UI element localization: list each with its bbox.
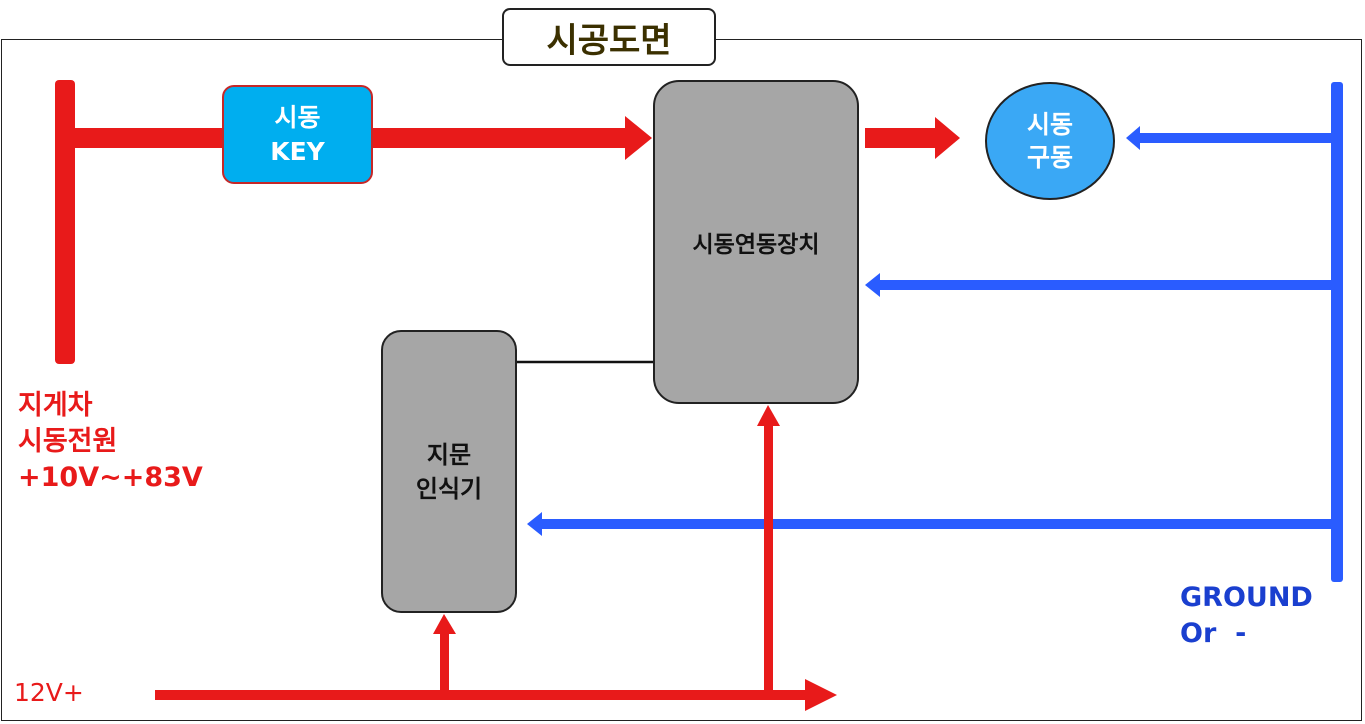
start-key-label-line1: 시동 [274,102,321,132]
power-source-label: 지게차 시동전원 +10V~+83V [18,388,203,496]
fingerprint-label-line1: 지문 [426,440,472,469]
wire-ground-to-drive [1138,133,1333,143]
supply-12v-label: 12V+ [14,678,84,707]
interlock-device-label: 시동연동장치 [692,232,820,258]
power-source-voltage: +10V~+83V [18,462,203,493]
wire-12v-to-device [764,424,773,695]
power-source-line1: 지게차 [18,390,93,421]
arrowhead-ground-to-device [865,273,880,297]
start-key-label-line2: KEY [270,136,325,166]
interlock-device-box: 시동연동장치 [653,80,859,404]
arrowhead-key-to-device [625,116,652,160]
arrowhead-ground-to-fingerprint [527,512,542,536]
wire-12v-supply [155,690,807,700]
ground-bus-bar [1331,82,1343,582]
fingerprint-label-line2: 인식기 [415,474,483,503]
fingerprint-reader-box: 지문 인식기 [381,330,517,613]
arrowhead-12v-to-fingerprint [433,614,456,634]
start-drive-label-line2: 구동 [1026,143,1073,172]
start-key-box: 시동 KEY [222,85,373,184]
arrowhead-ground-to-drive [1126,126,1140,150]
wire-ground-to-device [878,280,1333,290]
ground-label-line1: GROUND [1180,582,1313,613]
wire-key-to-device [372,128,627,148]
ground-label: GROUND Or - [1180,580,1313,652]
arrowhead-device-to-drive [935,117,960,159]
arrowhead-12v-supply [805,679,837,711]
wire-12v-to-fingerprint [440,632,449,695]
power-source-line2: 시동전원 [18,426,118,457]
power-bus-bar [55,80,75,364]
wire-power-to-key [75,128,225,148]
ground-label-line2: Or - [1180,618,1247,649]
wire-device-to-drive [865,128,937,148]
start-drive-label-line1: 시동 [1026,110,1073,139]
diagram-title: 시공도면 [502,8,716,66]
wire-ground-to-fingerprint [540,519,1333,529]
start-drive-node: 시동 구동 [985,82,1115,200]
arrowhead-12v-to-device [757,405,780,426]
